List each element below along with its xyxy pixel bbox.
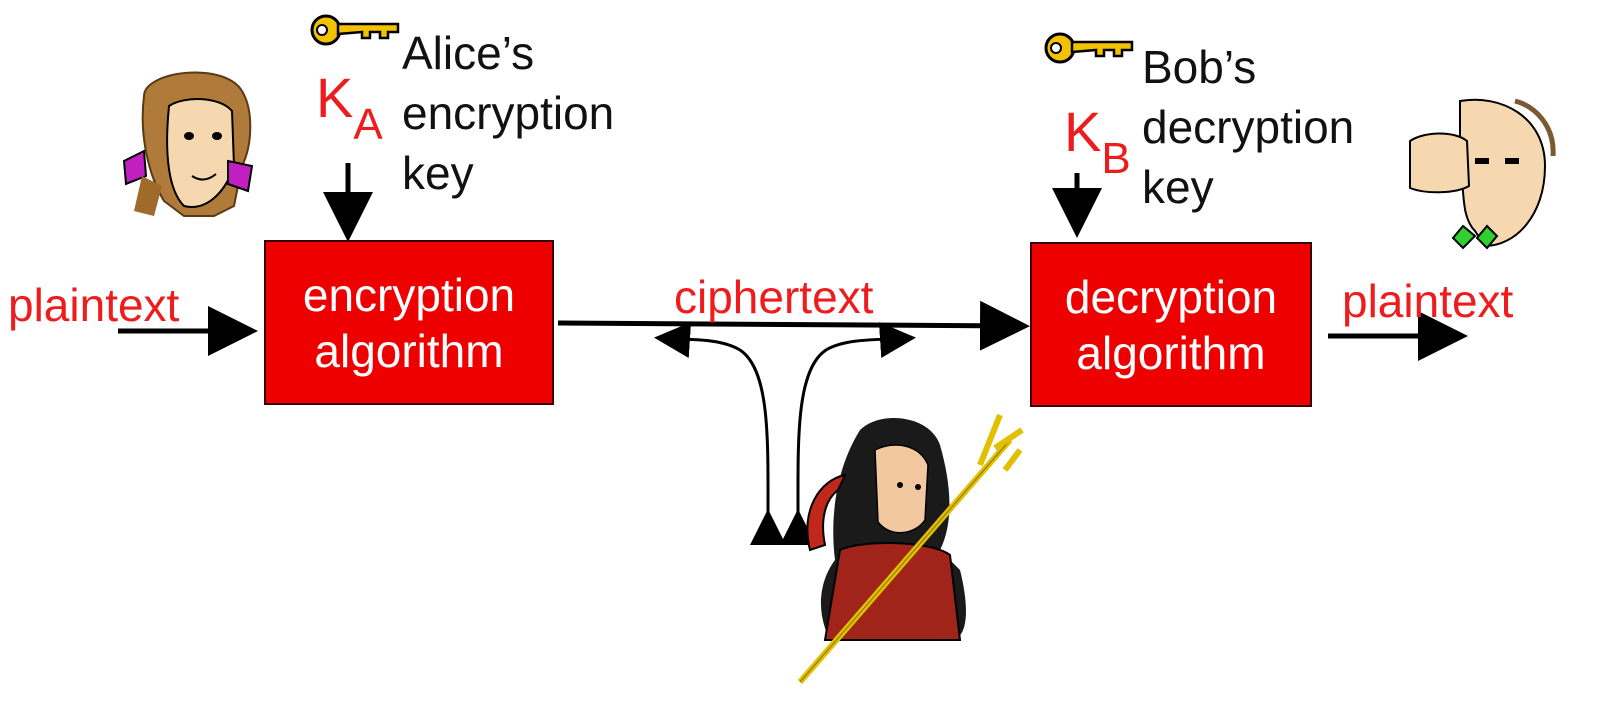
key-icon — [1044, 32, 1134, 64]
alice-key-label-line-2: encryption — [402, 87, 615, 139]
alice-key-symbol: KA — [316, 66, 383, 150]
ciphertext-channel-arrow — [557, 300, 1030, 351]
plaintext-output-label: plaintext — [1342, 275, 1514, 327]
trudy-devil-icon — [797, 413, 1024, 684]
encryption-box-line-2: algorithm — [314, 324, 504, 377]
alice-key-label-line-1: Alice’s — [402, 27, 535, 79]
bob-key-symbol: KB — [1064, 100, 1131, 184]
eavesdrop-arrow-left — [654, 322, 786, 546]
bob-key-label-line-1: Bob’s — [1142, 41, 1257, 93]
decryption-box-line-1: decryption — [1064, 270, 1278, 323]
plaintext-input-label: plaintext — [8, 279, 180, 331]
bob-key-label-line-2: decryption — [1142, 101, 1355, 153]
ciphertext-label: ciphertext — [674, 271, 874, 323]
alice-face-icon — [122, 71, 254, 217]
key-icon — [310, 14, 400, 46]
encryption-algorithm-box: encryption algorithm — [264, 240, 554, 405]
bob-key-label-line-3: key — [1142, 161, 1214, 213]
encryption-box-line-1: encryption — [302, 268, 516, 321]
decryption-algorithm-box: decryption algorithm — [1030, 242, 1312, 407]
decryption-box-line-2: algorithm — [1076, 326, 1266, 379]
alice-key-label-line-3: key — [402, 147, 474, 199]
bob-face-icon — [1409, 98, 1556, 250]
eavesdrop-arrow-right — [780, 322, 916, 546]
